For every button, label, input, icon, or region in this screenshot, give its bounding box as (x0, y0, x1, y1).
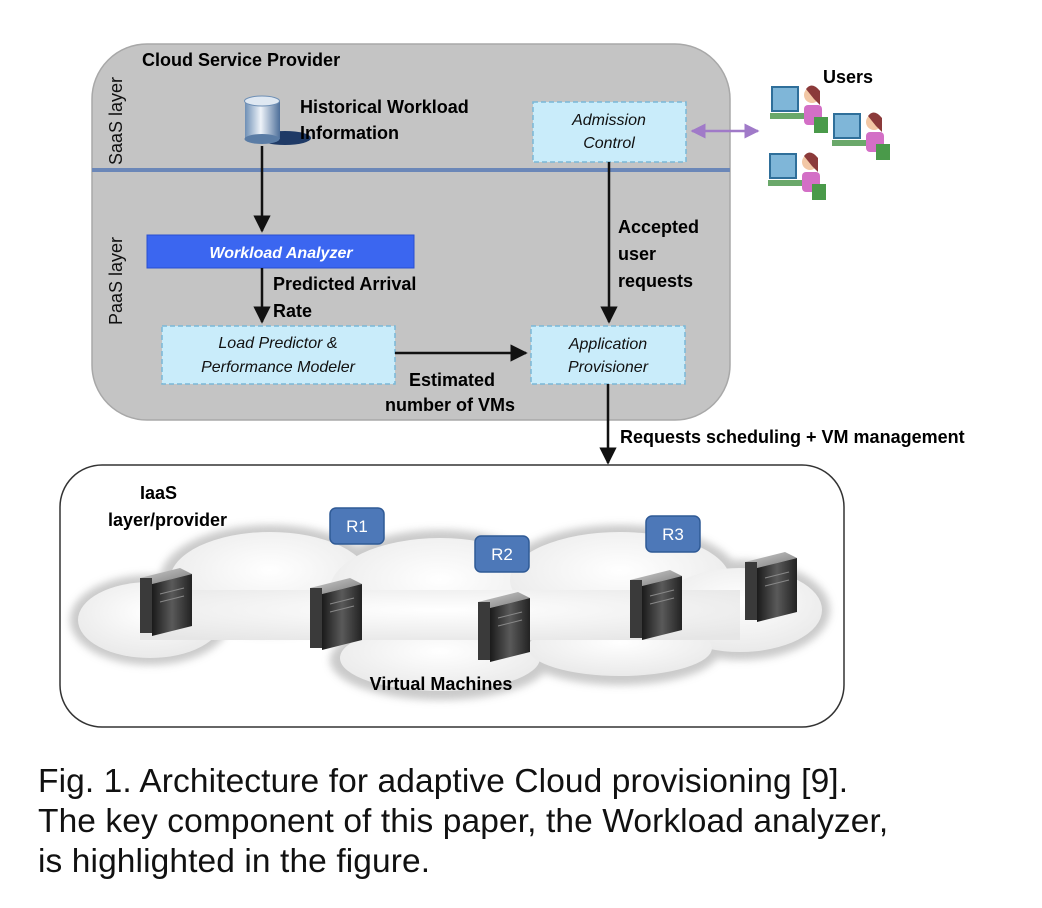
accepted-requests-label-3: requests (618, 271, 693, 291)
admission-control-label: Admission (571, 112, 646, 129)
paas-layer-label: PaaS layer (106, 237, 126, 325)
estimated-vms-label-2: number of VMs (385, 395, 515, 415)
user-icon (832, 112, 890, 160)
application-provisioner-label-2: Provisioner (568, 359, 649, 376)
resource-label-r3: R3 (662, 525, 684, 544)
server-icon (478, 592, 530, 662)
user-icon (768, 152, 826, 200)
load-predictor-label-2: Performance Modeler (201, 359, 356, 376)
server-icon (745, 552, 797, 622)
accepted-requests-label: Accepted (618, 217, 699, 237)
resource-label-r2: R2 (491, 545, 513, 564)
application-provisioner-label: Application (568, 336, 647, 353)
caption-line: The key component of this paper, the Wor… (38, 803, 889, 840)
figure-caption: Fig. 1. Architecture for adaptive Cloud … (38, 762, 1028, 882)
workload-analyzer-box (146, 234, 415, 269)
provider-title: Cloud Service Provider (142, 50, 340, 70)
saas-layer-label: SaaS layer (106, 77, 126, 165)
server-icon (630, 570, 682, 640)
estimated-vms-label: Estimated (409, 370, 495, 390)
virtual-machines-label: Virtual Machines (370, 674, 513, 694)
workload-analyzer-label: Workload Analyzer (209, 245, 353, 262)
iaas-title-2: layer/provider (108, 510, 227, 530)
caption-line: Fig. 1. Architecture for adaptive Cloud … (38, 763, 849, 800)
accepted-requests-label-2: user (618, 244, 656, 264)
historical-workload-label: Historical Workload (300, 97, 469, 117)
caption-line: is highlighted in the figure. (38, 843, 431, 880)
load-predictor-box (161, 325, 396, 385)
admission-control-box (532, 101, 687, 163)
requests-scheduling-label: Requests scheduling + VM management (620, 427, 965, 447)
server-icon (310, 578, 362, 650)
admission-control-label-2: Control (583, 135, 635, 152)
resource-label-r1: R1 (346, 517, 368, 536)
user-icon (770, 85, 828, 133)
server-icon (140, 568, 192, 636)
resource-box-r3 (645, 515, 701, 553)
architecture-diagram: Cloud Service Provider SaaS layer PaaS l… (59, 43, 965, 728)
predicted-arrival-label-2: Rate (273, 301, 312, 321)
load-predictor-label: Load Predictor & (218, 335, 337, 352)
database-icon (244, 95, 311, 145)
users-label: Users (823, 67, 873, 87)
resource-box-r2 (474, 535, 530, 573)
predicted-arrival-label: Predicted Arrival (273, 274, 416, 294)
historical-workload-label-2: Information (300, 123, 399, 143)
resource-box-r1 (329, 507, 385, 545)
iaas-title: IaaS (140, 483, 177, 503)
